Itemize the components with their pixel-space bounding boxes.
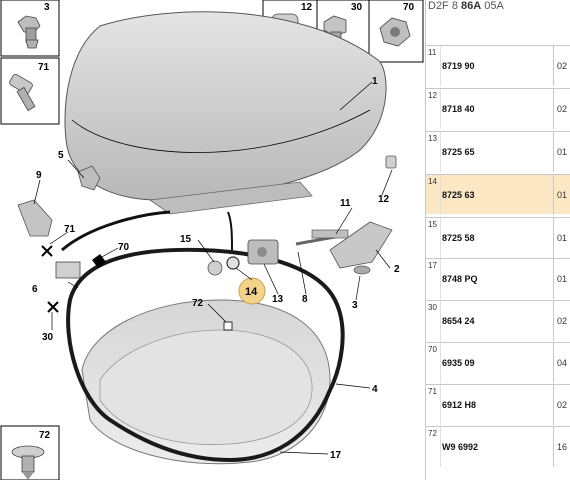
- ref-header-code: 86A: [461, 0, 482, 12]
- ref-qty: 02: [557, 316, 568, 326]
- ref-header-prefix: D2F 8: [428, 0, 458, 12]
- ref-pos: 13: [428, 134, 437, 143]
- ref-pos: 71: [428, 387, 437, 396]
- ref-header-suffix: 05A: [484, 0, 504, 12]
- latch-13: [247, 239, 279, 265]
- ref-qty: 01: [557, 274, 568, 284]
- ref-part-number[interactable]: 8748 PQ: [442, 274, 478, 284]
- ref-qty: 16: [557, 442, 568, 452]
- table-row[interactable]: 11 8719 90 02: [426, 45, 570, 86]
- callout-11: 11: [340, 198, 351, 209]
- callout-71: 71: [64, 224, 76, 235]
- ref-header: D2F 8 86A 05A: [426, 0, 570, 14]
- ref-qty: 04: [557, 358, 568, 368]
- callout-4: 4: [372, 384, 378, 395]
- ref-qty: 01: [557, 190, 568, 200]
- box-label-71: 71: [38, 62, 50, 73]
- bolt-3-icon: [17, 15, 41, 49]
- strut-8: [295, 229, 349, 246]
- table-row[interactable]: 70 6935 09 04: [426, 342, 570, 383]
- ref-qty: 02: [557, 104, 568, 114]
- fastener-30: [47, 301, 59, 313]
- callout-72: 72: [192, 298, 204, 309]
- ref-part-number[interactable]: 8725 63: [442, 190, 475, 200]
- table-row[interactable]: 13 8725 65 01: [426, 131, 570, 172]
- callout-17: 17: [330, 450, 342, 461]
- bracket-6: [55, 254, 106, 279]
- ref-pos: 70: [428, 345, 437, 354]
- clip-12: [385, 155, 397, 169]
- box-label-12: 12: [301, 2, 313, 13]
- ref-part-number[interactable]: W9 6992: [442, 442, 479, 452]
- callout-30: 30: [42, 332, 54, 343]
- ref-part-number[interactable]: 8718 40: [442, 104, 475, 114]
- box-label-30: 30: [351, 2, 363, 13]
- ref-pos: 12: [428, 91, 437, 100]
- ref-part-number[interactable]: 6912 H8: [442, 400, 477, 410]
- lock-9: [17, 199, 53, 237]
- ref-qty: 02: [557, 61, 568, 71]
- box-label-72: 72: [39, 430, 51, 441]
- callout-14: 14: [245, 286, 258, 298]
- ref-pos: 14: [428, 177, 437, 186]
- parts-diagram: 3 71 12 30 70 72: [0, 0, 425, 481]
- table-row[interactable]: 71 6912 H8 02: [426, 384, 570, 425]
- ref-pos: 72: [428, 429, 437, 438]
- callout-9: 9: [36, 170, 42, 181]
- table-row-selected[interactable]: 14 8725 63 01: [426, 174, 570, 215]
- callout-12: 12: [378, 194, 390, 205]
- ref-qty: 01: [557, 233, 568, 243]
- nut-70-icon: [379, 17, 411, 47]
- trunk-seal: [66, 247, 345, 463]
- trunk-lid: [64, 11, 387, 201]
- buffer-15: [207, 260, 223, 276]
- ref-part-number[interactable]: 8725 65: [442, 147, 475, 157]
- table-row[interactable]: 72 W9 6992 16: [426, 426, 570, 467]
- ref-qty: 02: [557, 400, 568, 410]
- callout-70: 70: [118, 242, 130, 253]
- table-row[interactable]: 12 8718 40 02: [426, 88, 570, 129]
- reference-table: D2F 8 86A 05A 11 8719 90 02 12 8718 40 0…: [425, 0, 570, 480]
- hinge-5: [77, 165, 101, 191]
- callout-8: 8: [302, 294, 308, 305]
- callout-6: 6: [32, 284, 38, 295]
- screw-71-icon: [9, 74, 36, 112]
- grommet-14: [226, 256, 240, 270]
- exploded-view-svg: 3 71 12 30 70 72: [0, 0, 424, 481]
- callout-15: 15: [180, 234, 192, 245]
- box-label-3: 3: [44, 2, 50, 13]
- cable: [61, 210, 171, 252]
- table-row[interactable]: 15 8725 58 01: [426, 217, 570, 258]
- bumper-3: [353, 265, 371, 275]
- ref-pos: 30: [428, 303, 437, 312]
- callout-5: 5: [58, 150, 64, 161]
- ref-pos: 11: [428, 48, 437, 57]
- ref-qty: 01: [557, 147, 568, 157]
- table-row[interactable]: 17 8748 PQ 01: [426, 258, 570, 299]
- callout-2: 2: [394, 264, 400, 275]
- fastener-72: [223, 321, 233, 331]
- callout-3: 3: [352, 300, 358, 311]
- table-row[interactable]: 30 8654 24 02: [426, 300, 570, 341]
- callout-1: 1: [372, 76, 378, 87]
- ref-part-number[interactable]: 6935 09: [442, 358, 475, 368]
- highlight-marker-14: [238, 277, 266, 305]
- ref-part-number[interactable]: 8725 58: [442, 233, 475, 243]
- callout-13: 13: [272, 294, 284, 305]
- rivet-72-icon: [11, 445, 45, 480]
- box-label-70: 70: [403, 2, 415, 13]
- striker-2: [329, 221, 393, 269]
- ref-part-number[interactable]: 8719 90: [442, 61, 475, 71]
- ref-part-number[interactable]: 8654 24: [442, 316, 475, 326]
- ref-pos: 15: [428, 220, 437, 229]
- fastener-71: [41, 245, 53, 257]
- ref-pos: 17: [428, 261, 437, 270]
